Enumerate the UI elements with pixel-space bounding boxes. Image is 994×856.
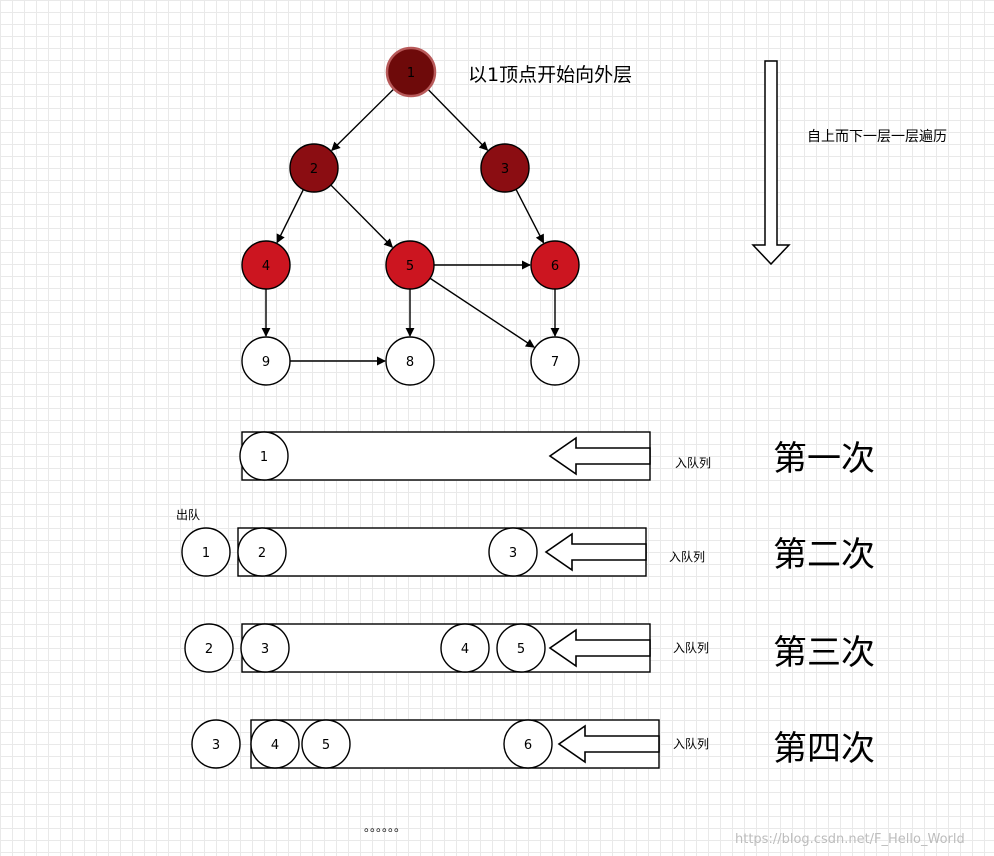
svg-text:5: 5 (322, 738, 330, 753)
direction-arrow (751, 60, 791, 266)
node-circle (241, 336, 291, 386)
step-label: 第三次 (773, 633, 875, 673)
queue-item-4: 4 (440, 623, 490, 673)
node-circle (385, 46, 437, 98)
queue-item-3: 3 (240, 623, 290, 673)
svg-text:3: 3 (261, 642, 269, 657)
node-circle (241, 240, 291, 290)
node-label: 6 (551, 259, 559, 274)
queue-item-6: 6 (503, 719, 553, 769)
enqueue-arrow-icon (548, 436, 651, 476)
node-label: 3 (501, 162, 509, 177)
node-circle (530, 240, 580, 290)
step-label: 第四次 (773, 729, 875, 769)
queue-step-3: 2 3 4 5 入队列 第三次 (184, 623, 875, 673)
graph-node-3: 3 (480, 143, 530, 193)
graph-node-8: 8 (385, 336, 435, 386)
node-label: 1 (407, 66, 415, 81)
svg-text:4: 4 (271, 738, 279, 753)
enqueue-arrow-icon (544, 532, 647, 572)
edge-2-5 (330, 184, 394, 248)
queue-item-4: 4 (250, 719, 300, 769)
svg-text:2: 2 (205, 642, 213, 657)
edge-1-3 (427, 88, 489, 151)
enqueue-arrow-icon (557, 724, 660, 764)
step-label: 第一次 (773, 439, 875, 479)
enqueue-label: 入队列 (669, 549, 705, 564)
edge-3-6 (515, 189, 545, 244)
dequeued-node: 1 (181, 527, 231, 577)
enqueue-label: 入队列 (673, 640, 709, 655)
node-circle (385, 336, 435, 386)
node-label: 2 (310, 162, 318, 177)
svg-text:1: 1 (260, 450, 268, 465)
svg-text:4: 4 (461, 642, 469, 657)
queue-item-5: 5 (301, 719, 351, 769)
queue-step-1: 1 入队列 第一次 (239, 431, 875, 481)
enqueue-arrow-icon (548, 628, 651, 668)
queue-item-5: 5 (496, 623, 546, 673)
svg-text:5: 5 (517, 642, 525, 657)
node-label: 9 (262, 355, 270, 370)
node-circle (480, 143, 530, 193)
queue-item-1: 1 (239, 431, 289, 481)
dequeued-node: 2 (184, 623, 234, 673)
dequeue-label: 出队 (176, 507, 200, 522)
queue-step-4: 3 4 5 6 入队列 第四次 (191, 719, 875, 769)
enqueue-label: 入队列 (675, 455, 711, 470)
edge-5-7 (429, 277, 535, 348)
step-label: 第二次 (773, 535, 875, 575)
node-label: 5 (406, 259, 414, 274)
graph-node-9: 9 (241, 336, 291, 386)
node-label: 4 (262, 259, 270, 274)
graph-edges (261, 88, 560, 366)
edge-1-2 (331, 88, 395, 152)
node-label: 8 (406, 355, 414, 370)
node-label: 7 (551, 355, 559, 370)
svg-text:6: 6 (524, 738, 532, 753)
queue-item-2: 2 (237, 527, 287, 577)
edge-2-4 (276, 189, 304, 244)
svg-text:3: 3 (212, 738, 220, 753)
dequeued-node: 3 (191, 719, 241, 769)
graph-title: 以1顶点开始向外层 (468, 64, 632, 86)
down-arrow-icon (751, 60, 791, 266)
queue-step-2: 1 2 3 入队列 第二次 (181, 527, 875, 577)
graph-node-7: 7 (530, 336, 580, 386)
svg-text:3: 3 (509, 546, 517, 561)
node-circle (385, 240, 435, 290)
graph-nodes: 1 2 3 4 5 6 9 8 7 (241, 46, 580, 386)
graph-node-4: 4 (241, 240, 291, 290)
direction-label: 自上而下一层一层遍历 (807, 129, 947, 145)
ellipsis: 。。。。。。 (364, 820, 406, 834)
svg-text:1: 1 (202, 546, 210, 561)
graph-node-2: 2 (289, 143, 339, 193)
svg-text:2: 2 (258, 546, 266, 561)
queue-item-3: 3 (488, 527, 538, 577)
graph-node-5: 5 (385, 240, 435, 290)
graph-node-6: 6 (530, 240, 580, 290)
watermark: https://blog.csdn.net/F_Hello_World (735, 832, 965, 847)
enqueue-label: 入队列 (673, 736, 709, 751)
node-circle (289, 143, 339, 193)
node-circle (530, 336, 580, 386)
graph-node-1: 1 (385, 46, 437, 98)
